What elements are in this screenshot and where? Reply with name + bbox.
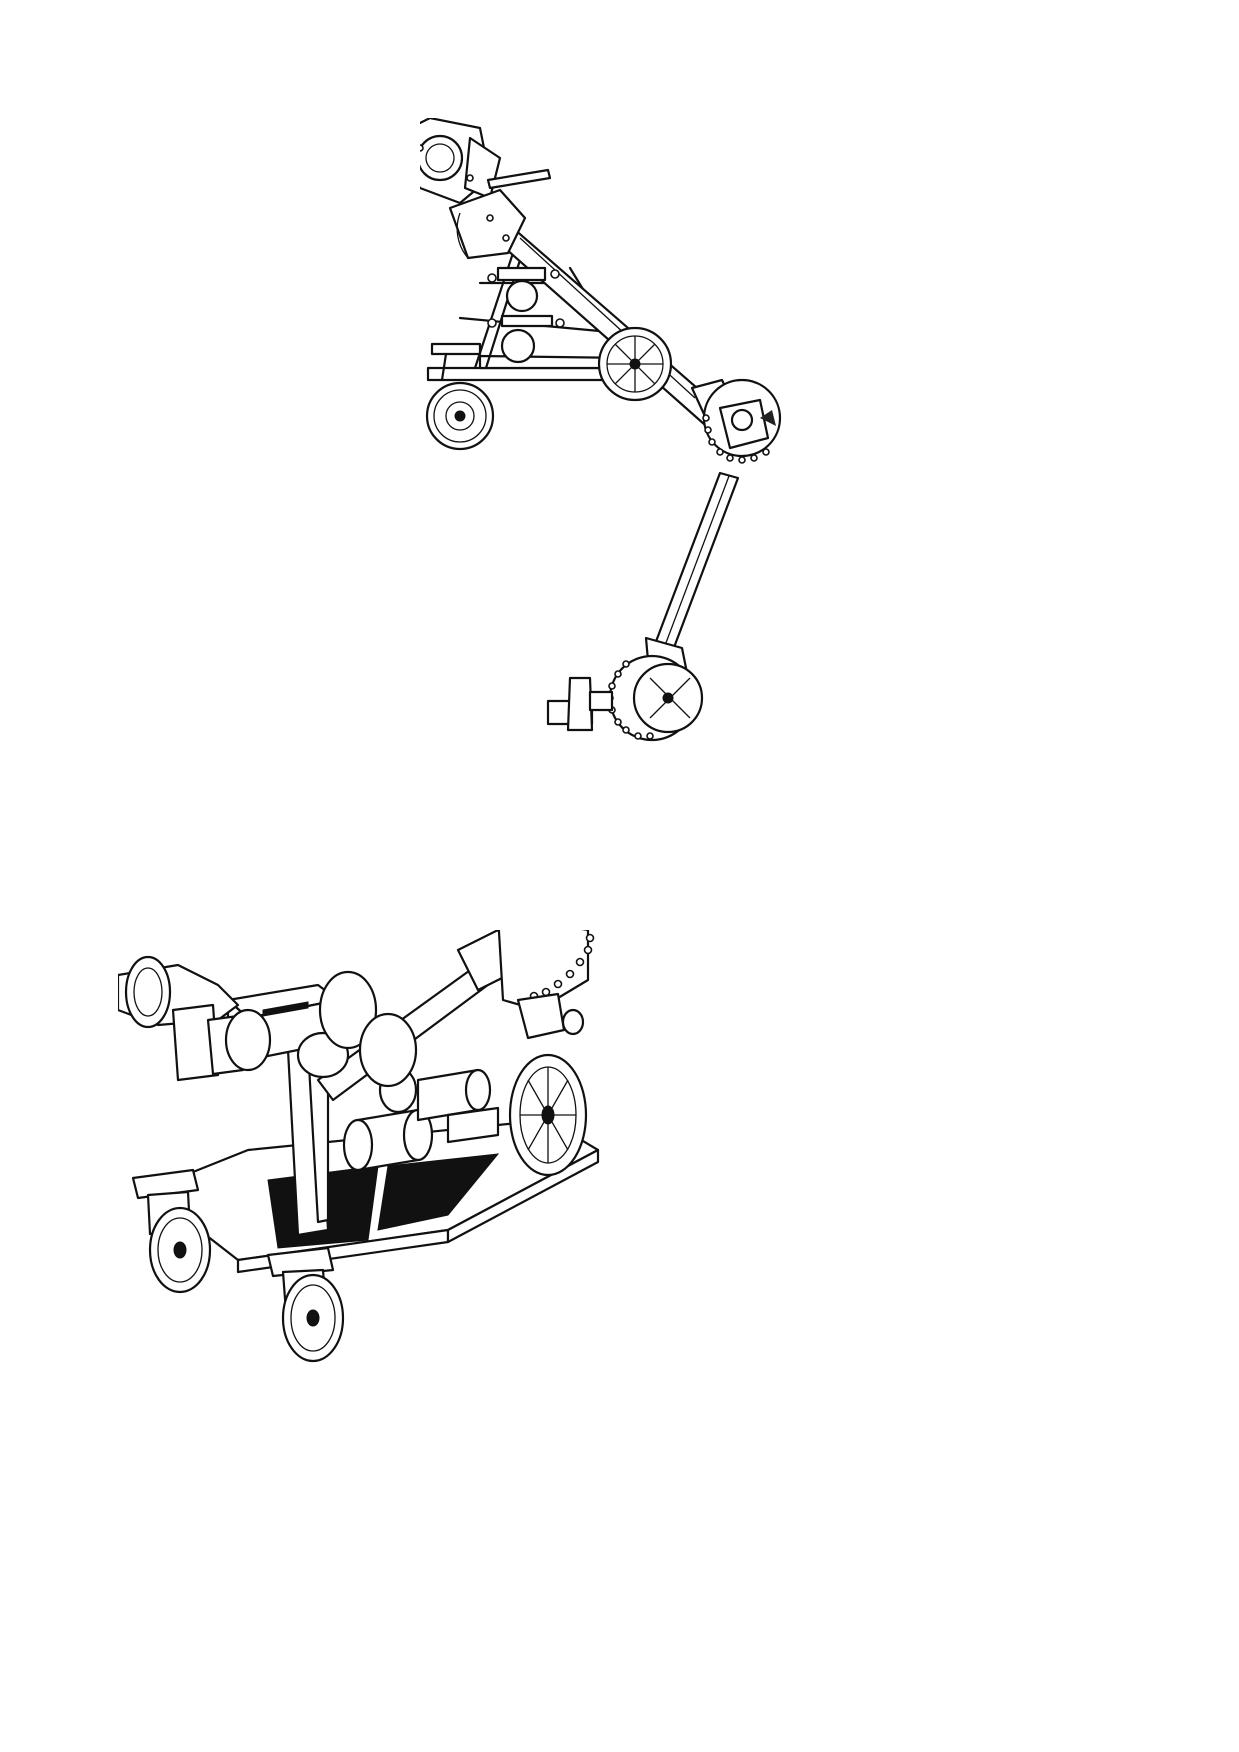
front-left-caster <box>131 1168 212 1294</box>
handle <box>486 168 552 190</box>
cable-puller-isometric-illustration <box>118 930 688 1490</box>
strut-clamps <box>487 266 565 364</box>
elbow-joint <box>456 930 595 1040</box>
front-wheel <box>597 326 673 402</box>
side-view-drawing <box>420 118 782 742</box>
elbow-joint-lower <box>606 636 704 742</box>
head-assembly <box>420 118 527 260</box>
rear-wheel <box>508 1053 588 1177</box>
bottom-foot <box>546 676 614 732</box>
front-right-caster <box>266 1246 345 1363</box>
cable-puller-side-view-illustration <box>420 118 860 828</box>
left-arm-assembly <box>118 955 272 1082</box>
rear-caster-wheel <box>425 342 495 451</box>
rollers <box>342 1012 500 1172</box>
elbow-joint-upper <box>690 378 782 464</box>
isometric-drawing <box>118 930 600 1363</box>
